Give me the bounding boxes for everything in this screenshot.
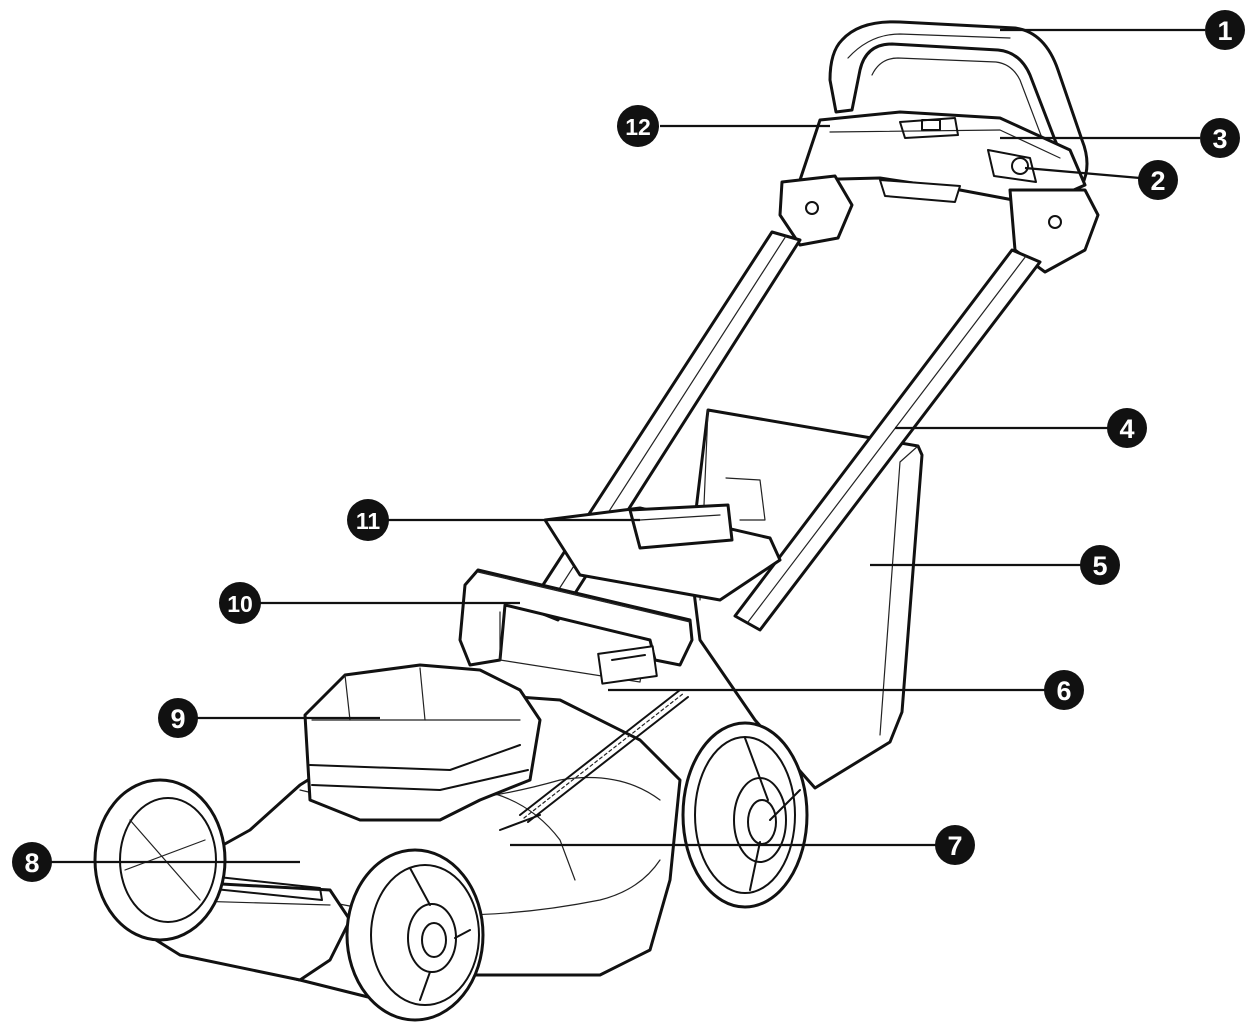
callout-6-label: 6 [1056, 676, 1071, 706]
leader-lines [50, 28, 1205, 864]
callout-12-label: 12 [625, 114, 651, 140]
front-right-wheel [345, 848, 485, 1022]
rear-right-wheel [681, 721, 809, 909]
callout-1-label: 1 [1217, 16, 1232, 46]
callout-4-label: 4 [1119, 414, 1134, 444]
callout-5: 5 [1080, 545, 1120, 585]
callout-7: 7 [935, 825, 975, 865]
callout-9: 9 [158, 698, 198, 738]
callout-7-label: 7 [947, 831, 962, 861]
callout-9-label: 9 [170, 704, 185, 734]
battery-pack [303, 663, 542, 822]
callout-2-label: 2 [1150, 166, 1165, 196]
callout-8: 8 [12, 842, 52, 882]
handle-assembly [778, 20, 1100, 274]
callout-1: 1 [1205, 10, 1245, 50]
callout-3-label: 3 [1212, 124, 1227, 154]
callout-12: 12 [617, 105, 659, 147]
callout-2: 2 [1138, 160, 1178, 200]
callout-4: 4 [1107, 408, 1147, 448]
callout-8-label: 8 [24, 848, 39, 878]
callout-11: 11 [347, 499, 389, 541]
callout-3: 3 [1200, 118, 1240, 158]
callout-11-label: 11 [356, 508, 381, 534]
rear-frame [458, 477, 782, 685]
callout-10: 10 [219, 582, 261, 624]
callout-6: 6 [1044, 670, 1084, 710]
drive-cable [499, 689, 689, 831]
callout-10-label: 10 [227, 591, 253, 617]
callout-5-label: 5 [1092, 551, 1107, 581]
front-left-wheel [93, 778, 227, 942]
